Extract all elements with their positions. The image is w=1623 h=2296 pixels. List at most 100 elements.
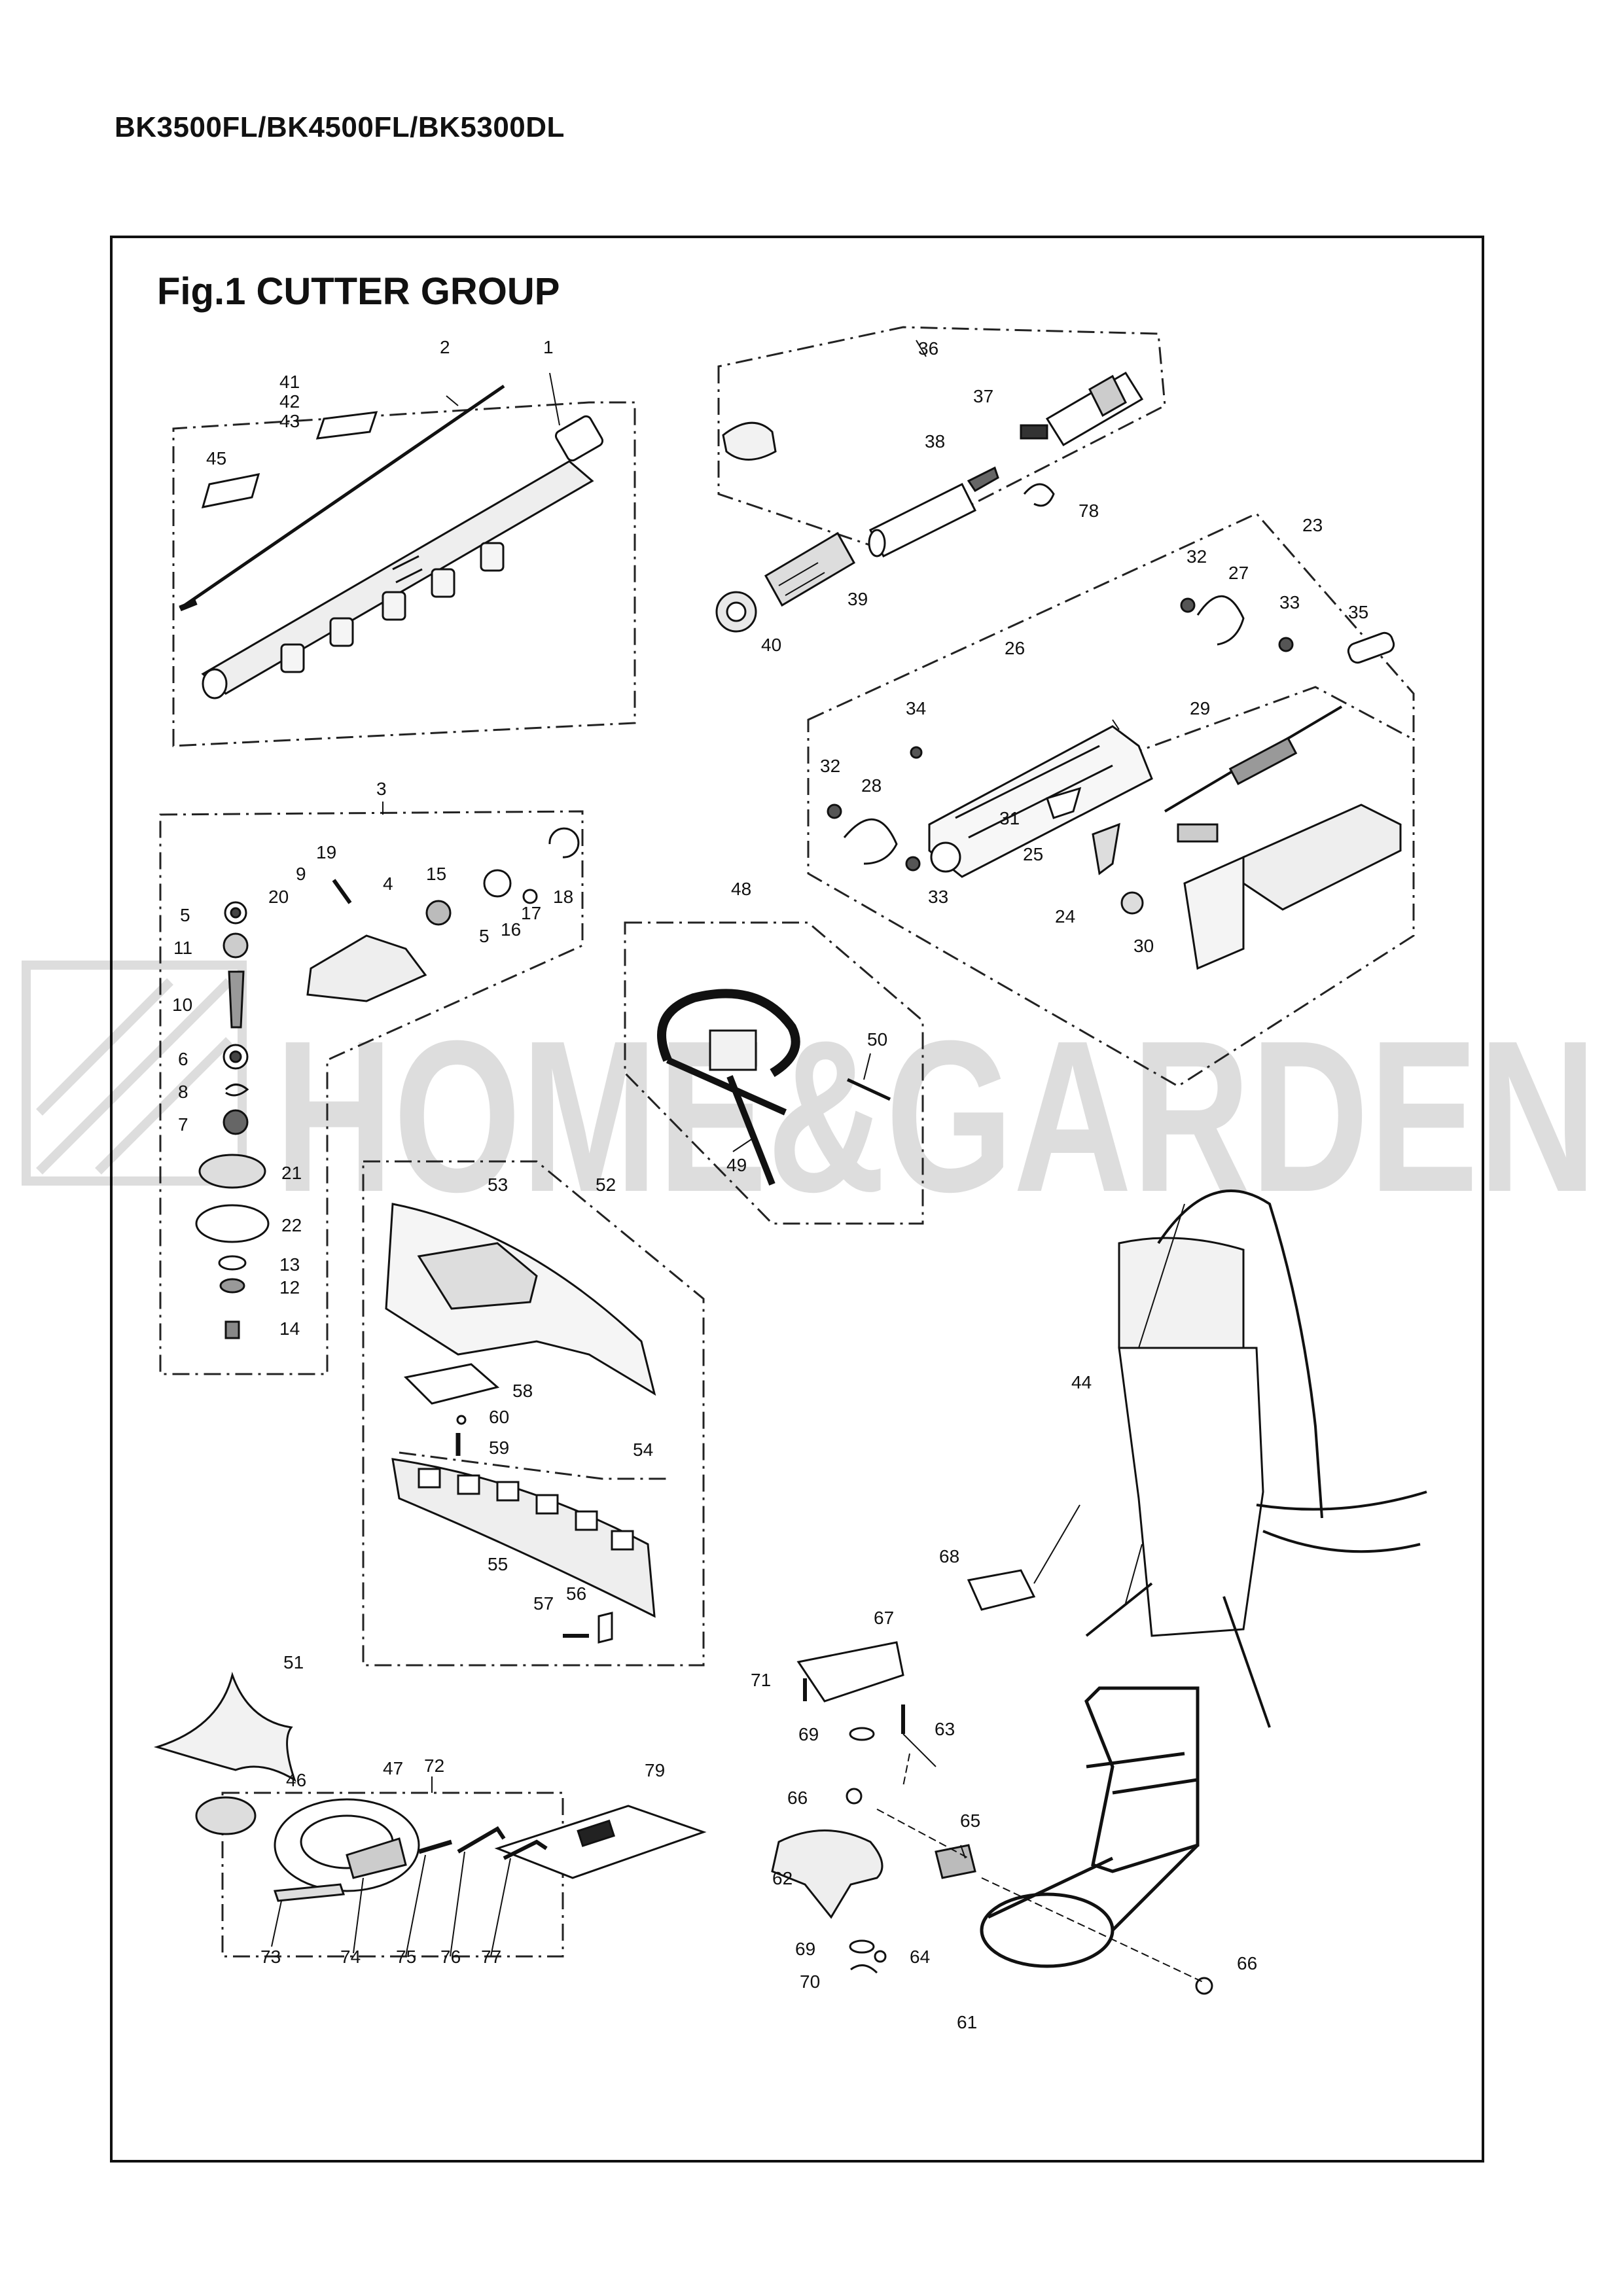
part-label-59: 59 <box>489 1438 509 1458</box>
part-label-7: 7 <box>178 1114 188 1135</box>
shaft-bushings <box>280 542 505 673</box>
part-label-1: 1 <box>543 337 554 357</box>
clutch-drum-tube <box>1020 371 1144 447</box>
part-label-62: 62 <box>772 1868 793 1888</box>
hanging-strap <box>1085 1582 1271 1728</box>
part-label-70: 70 <box>800 1971 820 1992</box>
circlip-8 <box>224 1084 249 1097</box>
figure-title: Fig.1 CUTTER GROUP <box>157 270 560 313</box>
clutch-group-box <box>717 326 1166 551</box>
gear-11 <box>223 932 249 959</box>
part-label-25: 25 <box>1023 844 1043 864</box>
part-label-24: 24 <box>1055 906 1075 927</box>
guard-plate-58 <box>403 1363 500 1405</box>
part-label-75: 75 <box>396 1947 416 1967</box>
grip-sleeves <box>201 411 378 508</box>
gear-15 <box>425 900 452 926</box>
washer-69a <box>849 1727 875 1741</box>
part-label-8: 8 <box>178 1082 188 1102</box>
part-label-79: 79 <box>645 1760 665 1780</box>
part-label-63: 63 <box>935 1719 955 1739</box>
handle-group-box <box>807 512 1415 1087</box>
collar-30 <box>1120 891 1144 915</box>
part-label-55: 55 <box>488 1554 508 1574</box>
shaft-group-box <box>172 401 636 747</box>
clutch-group <box>715 371 1144 633</box>
part-label-12: 12 <box>279 1277 300 1298</box>
part-label-66b: 66 <box>1237 1953 1257 1973</box>
part-label-74: 74 <box>340 1947 361 1967</box>
part-label-34: 34 <box>906 698 926 718</box>
part-label-44: 44 <box>1071 1372 1092 1392</box>
guard-bracket-53 <box>417 1242 538 1310</box>
part-label-32a: 32 <box>1186 546 1207 567</box>
part-label-9: 9 <box>296 864 306 884</box>
part-label-68: 68 <box>939 1546 959 1566</box>
part-label-65: 65 <box>960 1810 980 1831</box>
blade-51 <box>153 1671 296 1782</box>
nut-66a <box>846 1788 863 1805</box>
part-label-67: 67 <box>874 1608 894 1628</box>
throttle-cable <box>1164 705 1343 843</box>
part-label-35: 35 <box>1348 602 1368 622</box>
part-label-50: 50 <box>867 1029 887 1050</box>
bolt-14 <box>224 1320 240 1339</box>
part-label-13: 13 <box>279 1254 300 1275</box>
part-label-69a: 69 <box>798 1724 819 1744</box>
nut-64 <box>874 1950 887 1963</box>
part-label-21: 21 <box>281 1163 302 1183</box>
part-label-49: 49 <box>726 1155 747 1175</box>
backpack-frame <box>771 1569 1213 1995</box>
leader-lines <box>271 340 1185 1957</box>
part-label-18: 18 <box>553 887 573 907</box>
part-label-46: 46 <box>286 1770 306 1790</box>
part-label-14: 14 <box>279 1318 300 1339</box>
part-label-47: 47 <box>383 1758 403 1778</box>
part-label-36: 36 <box>918 338 938 359</box>
shoulder-pad <box>1118 1237 1245 1356</box>
gear-case-4 <box>306 934 427 1002</box>
manual-79 <box>494 1805 707 1879</box>
blade-guard-group <box>385 1203 656 1644</box>
part-label-42: 42 <box>279 391 300 412</box>
part-label-53: 53 <box>488 1174 508 1195</box>
nut-40 <box>715 591 757 633</box>
part-label-54: 54 <box>633 1439 653 1460</box>
handle-subgroup-29-box <box>1125 686 1414 757</box>
frame-61 <box>1084 1686 1200 1873</box>
ring-17 <box>522 889 538 904</box>
clamp-27 <box>1196 595 1245 646</box>
clamp-28 <box>843 819 898 865</box>
spindle-10 <box>228 970 245 1029</box>
screws-32-33-34 <box>827 597 1294 872</box>
back-plate <box>1118 1347 1264 1637</box>
part-label-31: 31 <box>999 808 1020 828</box>
part-label-37: 37 <box>973 386 993 406</box>
holder-21 <box>198 1154 266 1189</box>
part-label-76: 76 <box>440 1947 461 1967</box>
watermark-text: HOME&GARDEN <box>275 995 1597 1237</box>
bearing-16 <box>483 869 512 898</box>
part-label-27: 27 <box>1228 563 1249 583</box>
part-label-33a: 33 <box>1279 592 1300 612</box>
tool-73 <box>273 1883 346 1902</box>
watermark-leaf-logo <box>22 961 247 1186</box>
waist-strap <box>1256 1491 1427 1553</box>
part-label-29: 29 <box>1190 698 1210 718</box>
part-label-39: 39 <box>847 589 868 609</box>
part-label-38: 38 <box>925 431 945 451</box>
damper-65 <box>935 1844 976 1879</box>
part-label-22: 22 <box>281 1215 302 1235</box>
part-label-51: 51 <box>283 1652 304 1672</box>
part-label-32b: 32 <box>820 756 840 776</box>
part-label-17: 17 <box>521 903 541 923</box>
part-label-15: 15 <box>426 864 446 884</box>
shaft-coupling <box>868 466 999 558</box>
part-label-41: 41 <box>279 372 300 392</box>
part-label-20: 20 <box>268 887 289 907</box>
part-label-28: 28 <box>861 775 882 796</box>
plate-56 <box>597 1612 613 1644</box>
washer-60 <box>456 1415 467 1425</box>
watermark: HOME&GARDEN <box>22 961 1597 1237</box>
